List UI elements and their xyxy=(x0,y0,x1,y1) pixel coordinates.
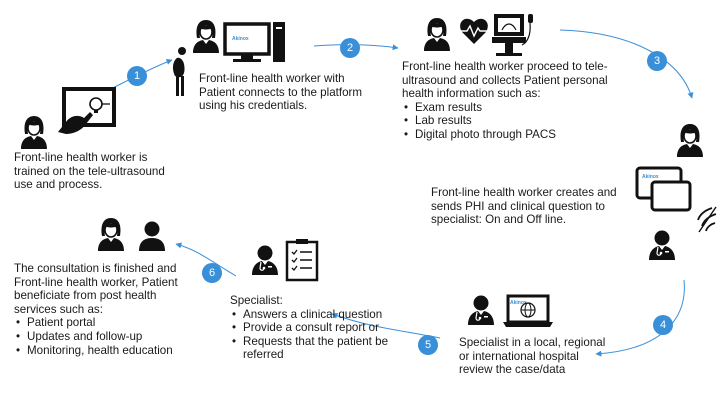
tablet-brand-label: Akinox xyxy=(642,174,659,180)
list-item: Monitoring, health education xyxy=(14,344,199,358)
step-badge-5: 5 xyxy=(418,335,438,355)
health-worker-icon xyxy=(97,217,125,252)
health-worker-icon xyxy=(192,19,220,54)
wifi-icon xyxy=(697,206,717,233)
health-worker-icon xyxy=(20,115,48,150)
heartbeat-icon xyxy=(460,18,488,44)
list-item: Exam results xyxy=(402,101,642,115)
list-item: Requests that the patient be referred xyxy=(230,335,416,362)
whiteboard-training-icon xyxy=(58,87,116,134)
list-item: Updates and follow-up xyxy=(14,330,199,344)
step-badge-3: 3 xyxy=(647,51,667,71)
step-1-text: Front-line health worker is trained on t… xyxy=(14,151,165,192)
specialist-text: Specialist: Answers a clinical question … xyxy=(230,294,416,362)
flow-arrow-3 xyxy=(559,29,694,99)
doctor-icon xyxy=(251,244,279,276)
step-badge-2: 2 xyxy=(340,38,360,58)
step-3b-text: Front-line health worker creates and sen… xyxy=(431,186,617,227)
health-worker-icon xyxy=(676,123,704,158)
pregnant-woman-icon xyxy=(172,47,186,96)
health-worker-icon xyxy=(423,17,451,52)
step-2-text: Front-line health worker with Patient co… xyxy=(199,72,363,113)
doctor-icon xyxy=(467,294,495,326)
list-item: Lab results xyxy=(402,114,642,128)
monitor-brand-label: Akinox xyxy=(232,36,249,42)
tablet-icon: Akinox xyxy=(635,166,692,212)
patient-icon xyxy=(139,221,165,251)
final-step-text: The consultation is finished and Front-l… xyxy=(14,262,199,357)
ultrasound-machine-icon xyxy=(492,14,533,56)
step-badge-4: 4 xyxy=(653,315,673,335)
doctor-icon xyxy=(648,229,676,261)
flow-arrow-4 xyxy=(595,279,685,357)
list-item: Digital photo through PACS xyxy=(402,128,642,142)
laptop-globe-icon: Akinox xyxy=(503,294,553,327)
step-5-text: Specialist in a local, regional or inter… xyxy=(459,336,606,377)
checklist-icon xyxy=(285,239,319,282)
step-badge-1: 1 xyxy=(127,66,147,86)
step-badge-6: 6 xyxy=(202,263,222,283)
list-item: Patient portal xyxy=(14,316,199,330)
flow-arrow-6 xyxy=(175,242,237,277)
desktop-computer-icon: Akinox xyxy=(223,22,285,62)
list-item: Provide a consult report or xyxy=(230,321,416,335)
laptop-brand-label: Akinox xyxy=(510,300,527,306)
list-item: Answers a clinical question xyxy=(230,308,416,322)
step-3-text: Front-line health worker proceed to tele… xyxy=(402,60,642,142)
